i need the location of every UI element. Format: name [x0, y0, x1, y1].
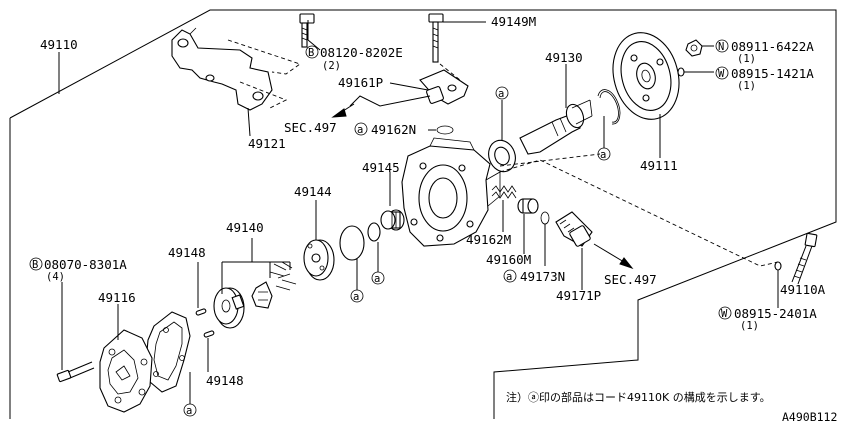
marker-a-gasket-rear-letter: a [186, 405, 192, 417]
marker-a-49173n-letter: a [506, 271, 512, 283]
bolt-49110a [791, 232, 818, 285]
label-49148-bottom: 49148 [206, 373, 244, 388]
marker-a-snap-letter: a [600, 149, 606, 161]
label-49116: 49116 [98, 290, 136, 305]
marker-w-08915-bottom [718, 306, 732, 320]
marker-w-08915-top-letter: W [718, 68, 725, 80]
label-08120-qty: (2) [322, 60, 341, 72]
plate-49144 [303, 239, 335, 281]
footnote: 注）ⓐ印の部品はコード49110K の構成を示します。 [506, 390, 771, 404]
marker-b-08120-letter: B [308, 47, 314, 59]
label-sec497-top: SEC.497 [284, 120, 337, 135]
label-08120: 08120-8202E [320, 45, 403, 60]
nut-08911 [685, 39, 703, 57]
label-08911-qty: (1) [737, 53, 756, 65]
marker-a-seal-letter: a [498, 88, 504, 100]
reference-code: A490B112 [782, 410, 837, 424]
arrow-sec497-bottom-shaft [593, 243, 625, 263]
shaft-49130 [519, 99, 593, 155]
marker-a-ring [371, 271, 385, 285]
valve-49160m [517, 198, 539, 214]
label-49130: 49130 [545, 50, 583, 65]
arrow-sec497-top-shaft [339, 103, 355, 114]
spring-49162m [491, 185, 517, 199]
pump-body [401, 137, 501, 247]
marker-w-08915-bottom-letter: W [721, 308, 728, 320]
label-08915-bottom-qty: (1) [740, 320, 759, 332]
washer-08915-bottom [774, 261, 782, 271]
marker-n-08911-letter: N [718, 41, 724, 53]
rings-49145 [380, 209, 405, 231]
label-08915-top: 08915-1421A [731, 66, 814, 81]
marker-a-49173n [503, 269, 517, 283]
marker-a-gasket-letter: a [353, 291, 359, 303]
small-ring [367, 222, 381, 242]
marker-b-08070 [29, 257, 43, 271]
label-49140: 49140 [226, 220, 264, 235]
label-49111: 49111 [640, 158, 678, 173]
bracket-dash [227, 39, 301, 75]
marker-a-ring-letter: a [374, 273, 380, 285]
label-08070-qty: (4) [46, 271, 65, 283]
label-49162n: 49162N [371, 122, 416, 137]
pin-49148-bottom [203, 330, 215, 338]
label-49121: 49121 [248, 136, 286, 151]
marker-a-49162n [354, 122, 368, 136]
bolt-08070 [56, 361, 95, 383]
pin-49148-top [195, 308, 207, 316]
gasket-rear [145, 311, 191, 393]
bolt-08120 [299, 13, 315, 48]
gasket-plate [339, 225, 365, 261]
label-08070: 08070-8301A [44, 257, 127, 272]
label-49145: 49145 [362, 160, 400, 175]
marker-n-08911 [715, 39, 729, 53]
label-49171p: 49171P [556, 288, 601, 303]
washer-08915-top [677, 67, 685, 77]
dash-body-right [499, 159, 779, 267]
assembly-outline [9, 9, 837, 419]
oring-49162n [436, 125, 454, 135]
label-49161p: 49161P [338, 75, 383, 90]
label-08915-bottom: 08915-2401A [734, 306, 817, 321]
cover-49116 [99, 329, 153, 413]
marker-a-gasket [350, 289, 364, 303]
union-49161p [419, 69, 469, 105]
connector-49171p [555, 211, 593, 247]
label-08911: 08911-6422A [731, 39, 814, 54]
label-49173n: 49173N [520, 269, 565, 284]
marker-b-08120 [305, 45, 319, 59]
bracket-dash2 [239, 81, 288, 109]
pulley-49111 [612, 32, 680, 120]
label-49110a: 49110A [780, 282, 826, 297]
label-49160m: 49160M [486, 252, 531, 267]
dash-49149m [439, 63, 461, 81]
marker-a-gasket-rear [183, 403, 197, 417]
leader-49161p [389, 82, 429, 91]
label-49110: 49110 [40, 37, 78, 52]
oring-49173n [540, 211, 550, 225]
label-49162m: 49162M [466, 232, 511, 247]
label-08915-top-qty: (1) [737, 80, 756, 92]
label-49149m: 49149M [491, 14, 536, 29]
dash-body-top [499, 153, 601, 167]
line-sec497-top [349, 95, 431, 107]
leader-08120b [307, 39, 321, 51]
label-sec497-bottom: SEC.497 [604, 272, 657, 287]
label-49148-top: 49148 [168, 245, 206, 260]
bolt-49149m [428, 13, 444, 63]
seal-ring [488, 139, 516, 173]
bracket-49121 [171, 27, 273, 111]
marker-a-snap [597, 147, 611, 161]
marker-w-08915-top [715, 66, 729, 80]
marker-a-49162n-letter: a [357, 124, 363, 136]
marker-b-08070-letter: B [32, 259, 38, 271]
leader-49121 [247, 107, 251, 137]
rotor-set-49140 [213, 261, 297, 329]
label-49144: 49144 [294, 184, 332, 199]
arrow-sec497-bottom [619, 257, 634, 270]
snap-ring [597, 89, 621, 125]
marker-a-seal [495, 86, 509, 100]
